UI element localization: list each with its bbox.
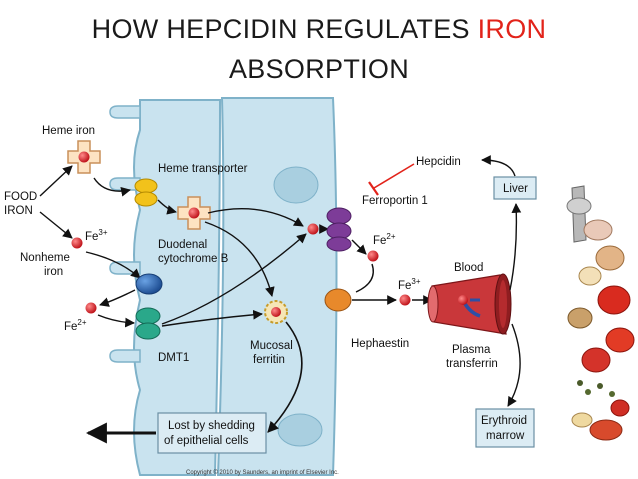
title-prefix: HOW HEPCIDIN REGULATES	[91, 14, 478, 44]
mucosal-ferritin	[264, 300, 288, 324]
label-mucosal-1: Mucosal	[250, 340, 293, 352]
label-blood: Blood	[454, 262, 483, 274]
label-mucosal-2: ferritin	[253, 354, 285, 366]
arrow-fe2-to-dmt1	[97, 314, 135, 328]
iron-fe2-exported	[367, 250, 379, 262]
arrow-food-to-heme	[39, 165, 73, 197]
arrow-dmt1-to-iron	[161, 233, 307, 325]
label-duodenal-2: cytochrome B	[158, 253, 229, 265]
label-hepcidin: Hepcidin	[416, 156, 461, 168]
blood-vessel	[427, 273, 512, 335]
hephaestin	[324, 288, 352, 312]
box-erythroid-marrow	[475, 408, 535, 448]
hepcidin-inhibition-bar	[368, 181, 379, 196]
arrow-fe2-to-hephaestin	[355, 263, 374, 293]
nucleus-top	[273, 166, 319, 204]
label-liver: Liver	[503, 183, 528, 195]
ferroportin-1	[326, 207, 352, 252]
label-ferroportin: Ferroportin 1	[362, 195, 428, 207]
label-nonheme-2: iron	[44, 266, 63, 278]
label-erythroid-2: marrow	[486, 430, 525, 442]
label-plasma-1: Plasma	[452, 344, 491, 356]
label-food-iron-1: FOOD	[4, 191, 37, 203]
food-illustration	[566, 185, 635, 441]
label-food-iron-2: IRON	[4, 205, 33, 217]
heme-in-cell	[177, 196, 211, 230]
iron-fe2-left	[85, 302, 97, 314]
iron-intracellular	[307, 223, 319, 235]
arrow-heme-to-ferritin	[204, 221, 275, 297]
iron-fe3-right	[399, 294, 411, 306]
box-lost-by-shedding	[157, 412, 267, 454]
label-fe2-mid: Fe2+	[373, 232, 396, 247]
epithelial-cells	[109, 97, 338, 476]
arrow-vessel-to-marrow	[507, 323, 521, 407]
duodenal-cytochrome-b	[135, 273, 163, 295]
title-highlight-iron: IRON	[477, 14, 547, 44]
box-liver	[493, 176, 537, 200]
iron-fe3-left	[71, 237, 83, 249]
arrow-food-to-nonheme	[39, 211, 73, 239]
label-lost-1: Lost by shedding	[168, 420, 255, 432]
label-copyright: Copyright © 2010 by Saunders, an imprint…	[186, 469, 339, 476]
slide-title-line-1: HOW HEPCIDIN REGULATES IRON	[0, 14, 638, 45]
arrow-heme-to-transporter	[93, 177, 131, 197]
label-fe2-left: Fe2+	[64, 318, 87, 333]
arrow-cytochrome-to-fe2	[99, 289, 136, 307]
arrow-ferritin-to-shedding	[267, 321, 303, 433]
label-nonheme-1: Nonheme	[20, 252, 70, 264]
label-hephaestin: Hephaestin	[351, 338, 409, 350]
microvilli	[109, 105, 141, 363]
arrow-heme-to-iron	[207, 208, 304, 227]
label-duodenal-1: Duodenal	[158, 239, 207, 251]
nucleus-bottom	[277, 413, 323, 447]
arrow-liver-to-hepcidin	[481, 155, 516, 177]
heme-transporter	[134, 178, 158, 207]
dmt1-transporter	[135, 307, 161, 340]
plasma-transferrin	[458, 295, 481, 318]
heme-iron-molecule	[67, 140, 101, 174]
label-lost-2: of epithelial cells	[164, 435, 249, 447]
arrow-dmt1-to-ferritin	[161, 309, 263, 327]
arrow-fe3-to-cytochrome	[85, 251, 141, 279]
epithelial-cell-left	[133, 99, 222, 476]
label-dmt1: DMT1	[158, 352, 189, 364]
label-heme-iron: Heme iron	[42, 125, 95, 137]
arrow-ferroportin-to-fe2	[351, 239, 367, 255]
slide-title-line-2: ABSORPTION	[228, 54, 410, 84]
arrow-vessel-to-liver	[509, 203, 522, 291]
label-plasma-2: transferrin	[446, 358, 498, 370]
hepcidin-inhibition-line	[373, 163, 415, 189]
label-erythroid-1: Erythroid	[481, 415, 527, 427]
label-fe3-left: Fe3+	[85, 228, 108, 243]
label-fe3-right: Fe3+	[398, 277, 421, 292]
arrow-transporter-to-heme	[157, 199, 177, 215]
label-heme-transporter: Heme transporter	[158, 163, 248, 175]
